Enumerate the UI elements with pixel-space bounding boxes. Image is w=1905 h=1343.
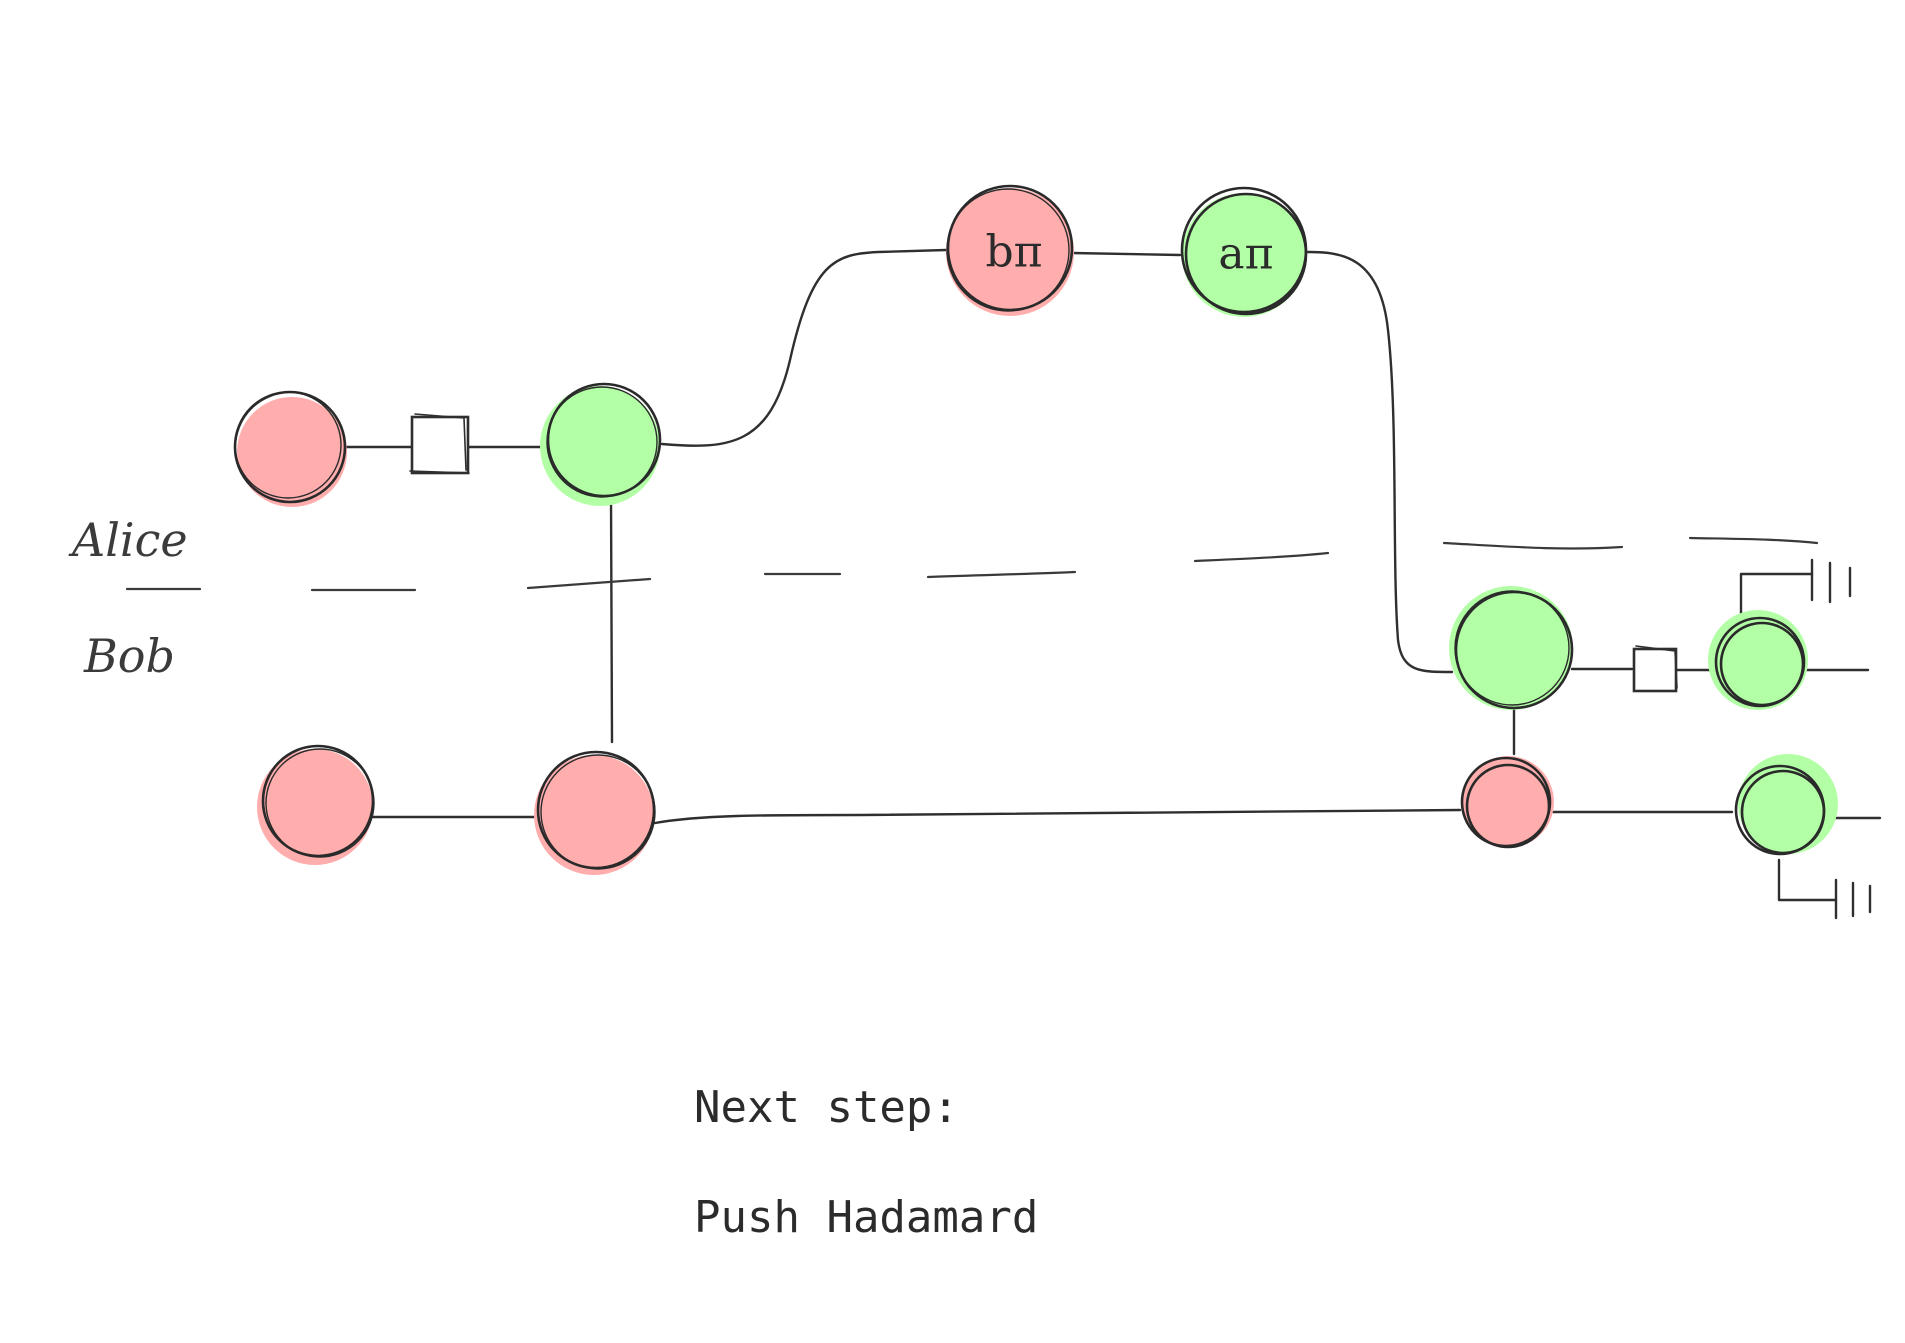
spider-alice-red — [233, 390, 347, 507]
wire-alice-green-to-bob-red — [609, 495, 614, 744]
hadamard-box-icon — [1632, 647, 1678, 693]
ground-icon — [1834, 878, 1872, 920]
bob-label: Bob — [83, 629, 175, 683]
wire-lower-ground-stem — [1777, 858, 1838, 902]
spider-far-right-green-upper — [1708, 610, 1808, 710]
wire-bpi-to-api — [1070, 251, 1182, 257]
spider-far-right-green-lower — [1734, 754, 1838, 856]
note-push-hadamard: Push Hadamard — [694, 1192, 1038, 1243]
hadamard-box-alice — [409, 413, 470, 475]
spider-right-red — [1460, 756, 1554, 849]
spider-a-pi: aπ — [1180, 186, 1308, 317]
spider-bob-red-left — [257, 744, 375, 865]
hadamard-box-icon — [410, 415, 470, 475]
spider-alice-green — [540, 382, 662, 506]
phase-b-pi: bπ — [985, 227, 1042, 278]
phase-a-pi: aπ — [1218, 229, 1273, 280]
wire-upper-ground-stem — [1739, 572, 1814, 630]
alice-bob-divider — [125, 536, 1819, 592]
spider-bob-red-middle — [534, 750, 656, 875]
note-next-step: Next step: — [694, 1082, 959, 1133]
ground-icon — [1810, 558, 1852, 604]
wire-api-to-right-green — [1306, 250, 1454, 674]
hadamard-box-bob — [1632, 645, 1678, 693]
wire-bob-red-to-right-red — [653, 808, 1462, 825]
alice-label: Alice — [68, 513, 188, 567]
wire-alice-green-to-bpi — [660, 248, 948, 447]
wires — [343, 248, 1882, 902]
spider-b-pi: bπ — [946, 184, 1074, 316]
spider-right-green — [1449, 586, 1574, 710]
